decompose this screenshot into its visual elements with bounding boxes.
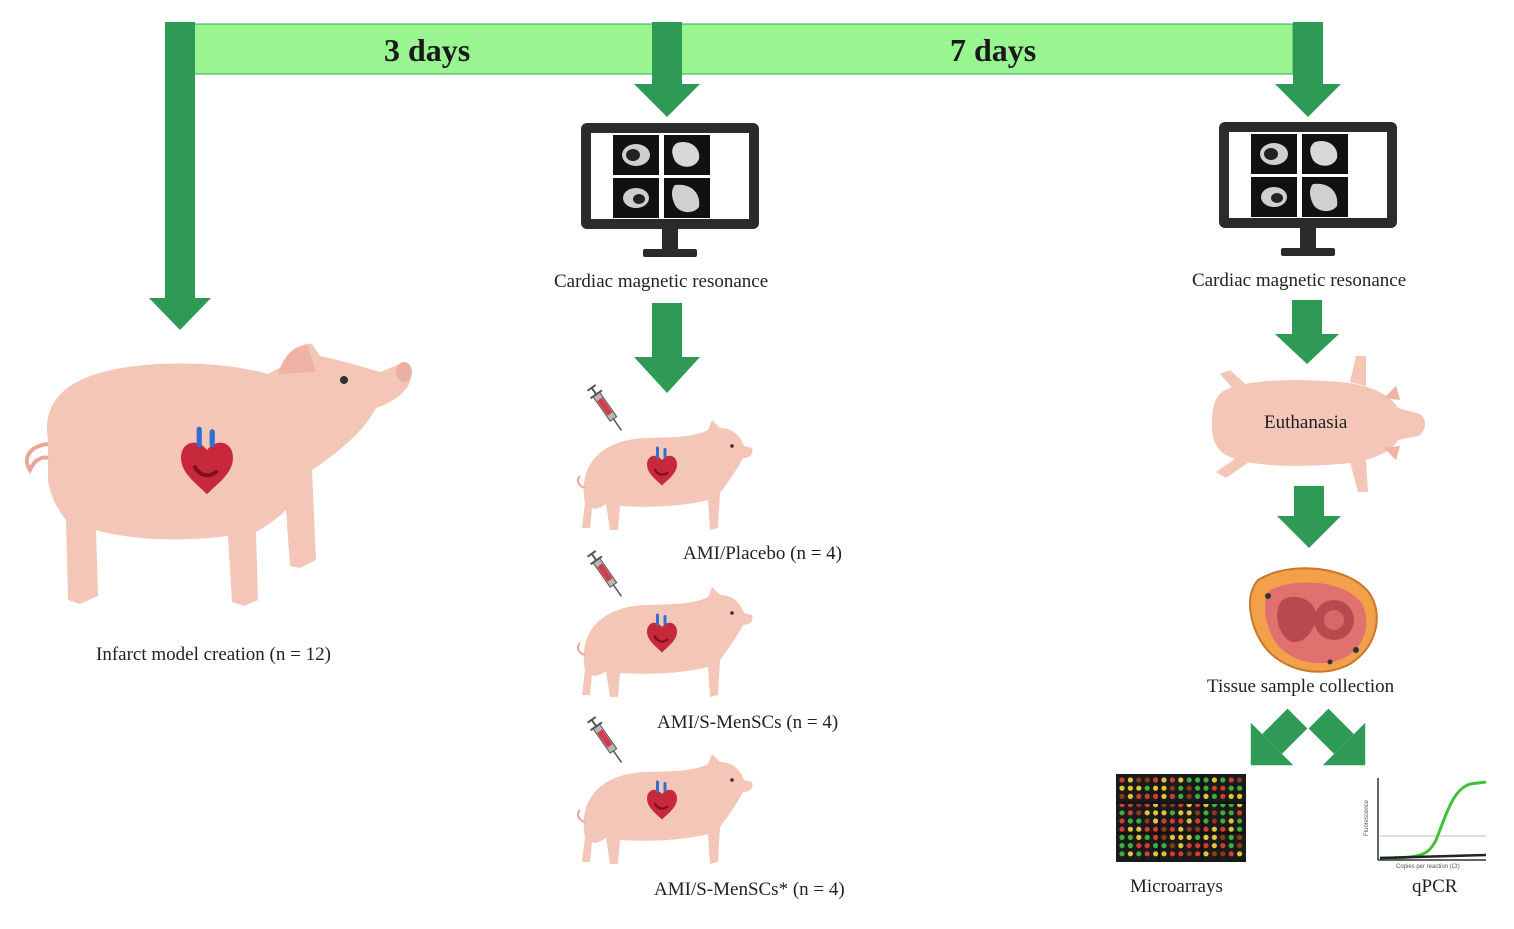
microarrays-label: Microarrays <box>1130 876 1223 897</box>
monitor-icon <box>1219 122 1397 256</box>
infarct-model-label: Infarct model creation (n = 12) <box>96 644 331 665</box>
syringe-icon <box>584 382 629 436</box>
phase-7-days-label: 7 days <box>950 32 1037 68</box>
group-label: AMI/Placebo (n = 4) <box>683 543 842 564</box>
timeline-bar <box>192 23 1294 75</box>
arrow-down-icon <box>1308 708 1366 766</box>
syringe-icon <box>584 714 629 768</box>
qpcr-curve-icon <box>1377 778 1487 861</box>
heart-slice-icon <box>1249 567 1378 673</box>
pig-icon <box>24 343 412 606</box>
qpcr-xlabel: Copies per reaction (Ct) <box>1396 864 1460 870</box>
arrow-down-icon <box>1250 708 1308 766</box>
phase-3-days-label: 3 days <box>384 32 471 68</box>
group-label: AMI/S-MenSCs* (n = 4) <box>654 879 845 900</box>
qpcr-label: qPCR <box>1412 876 1458 897</box>
qpcr-ylabel: Fluorescence <box>1364 799 1371 837</box>
monitor-icon <box>581 123 759 257</box>
cmr-label: Cardiac magnetic resonance <box>1192 270 1407 291</box>
arrow-down-icon <box>1277 486 1341 548</box>
euthanasia-label: Euthanasia <box>1264 412 1348 433</box>
arrow-down-icon <box>1275 22 1341 117</box>
syringe-icon <box>584 548 629 602</box>
arrow-down-icon <box>149 22 211 330</box>
cmr-label: Cardiac magnetic resonance <box>554 271 769 292</box>
tissue-collection-label: Tissue sample collection <box>1207 676 1395 697</box>
arrow-down-icon <box>634 22 700 117</box>
arrow-down-icon <box>634 303 700 393</box>
arrow-down-icon <box>1275 300 1339 364</box>
group-label: AMI/S-MenSCs (n = 4) <box>657 712 839 733</box>
pig-icon <box>1212 356 1426 492</box>
microarray-icon <box>1116 774 1246 862</box>
